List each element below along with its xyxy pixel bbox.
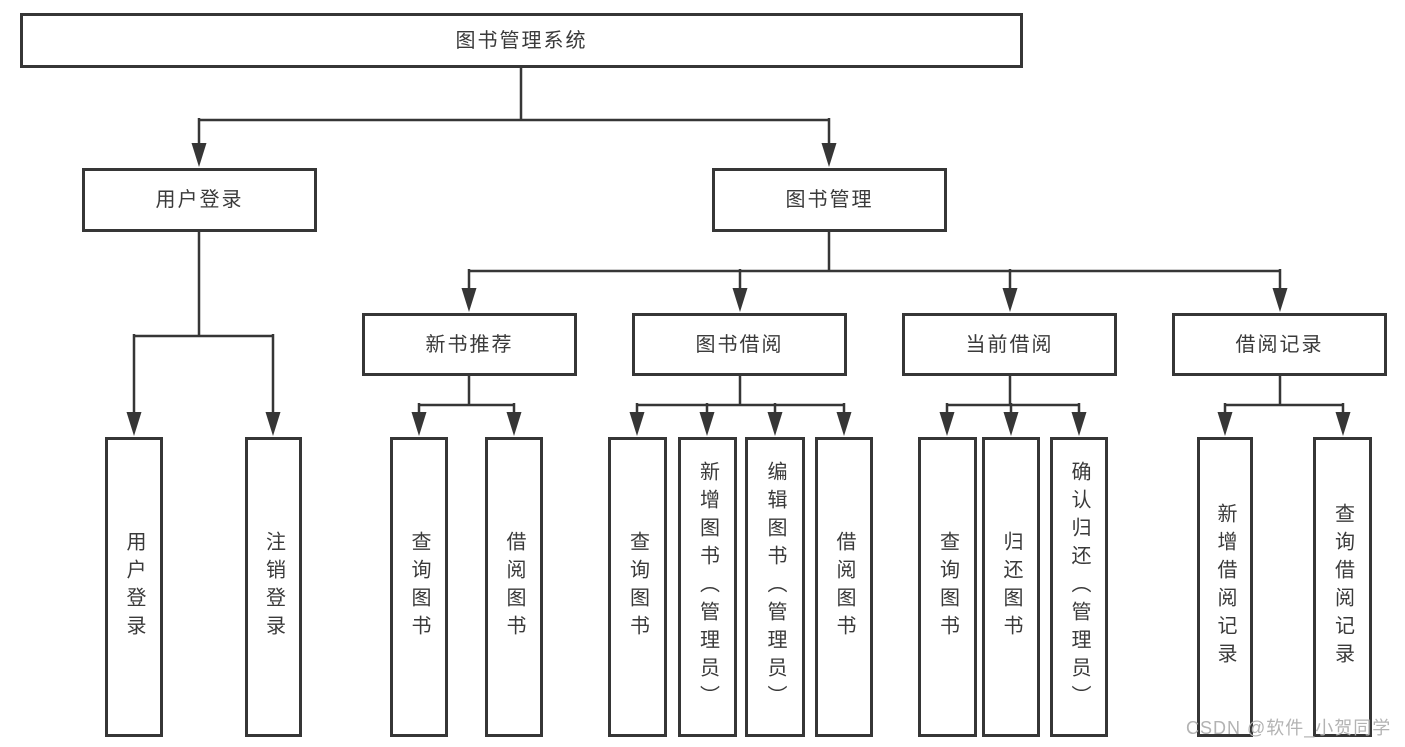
connector-level3-stems [467,374,1282,405]
connector-level3-leaves [417,403,1345,415]
node-new-book-recommend: 新书推荐 [362,313,577,376]
leaf-current-return-books: 归还图书 [982,437,1040,737]
leaf-current-query-books: 查询图书 [918,437,977,737]
leaf-borrowing-query-books: 查询图书 [608,437,667,737]
node-book-borrowing: 图书借阅 [632,313,847,376]
leaf-records-add-record: 新增借阅记录 [1197,437,1253,737]
leaf-recommend-query-books: 查询图书 [390,437,448,737]
leaf-borrowing-borrow-books: 借阅图书 [815,437,873,737]
connector-book-management [467,231,1282,291]
leaf-borrowing-add-books-admin: 新增图书（管理员） [678,437,737,737]
watermark: CSDN @软件_小贺同学 [1186,718,1392,738]
leaf-borrowing-edit-books-admin: 编辑图书（管理员） [745,437,805,737]
leaf-logout-login: 注销登录 [245,437,302,737]
node-current-borrowing: 当前借阅 [902,313,1117,376]
node-book-management-system: 图书管理系统 [20,13,1023,68]
leaf-user-login: 用户登录 [105,437,163,737]
leaf-records-query-record: 查询借阅记录 [1313,437,1372,737]
leaf-recommend-borrow-books: 借阅图书 [485,437,543,737]
node-borrowing-records: 借阅记录 [1172,313,1387,376]
node-book-management: 图书管理 [712,168,947,232]
connector-root [197,66,831,145]
connector-user-login [132,231,275,415]
leaf-current-confirm-return-admin: 确认归还（管理员） [1050,437,1108,737]
node-user-login: 用户登录 [82,168,317,232]
